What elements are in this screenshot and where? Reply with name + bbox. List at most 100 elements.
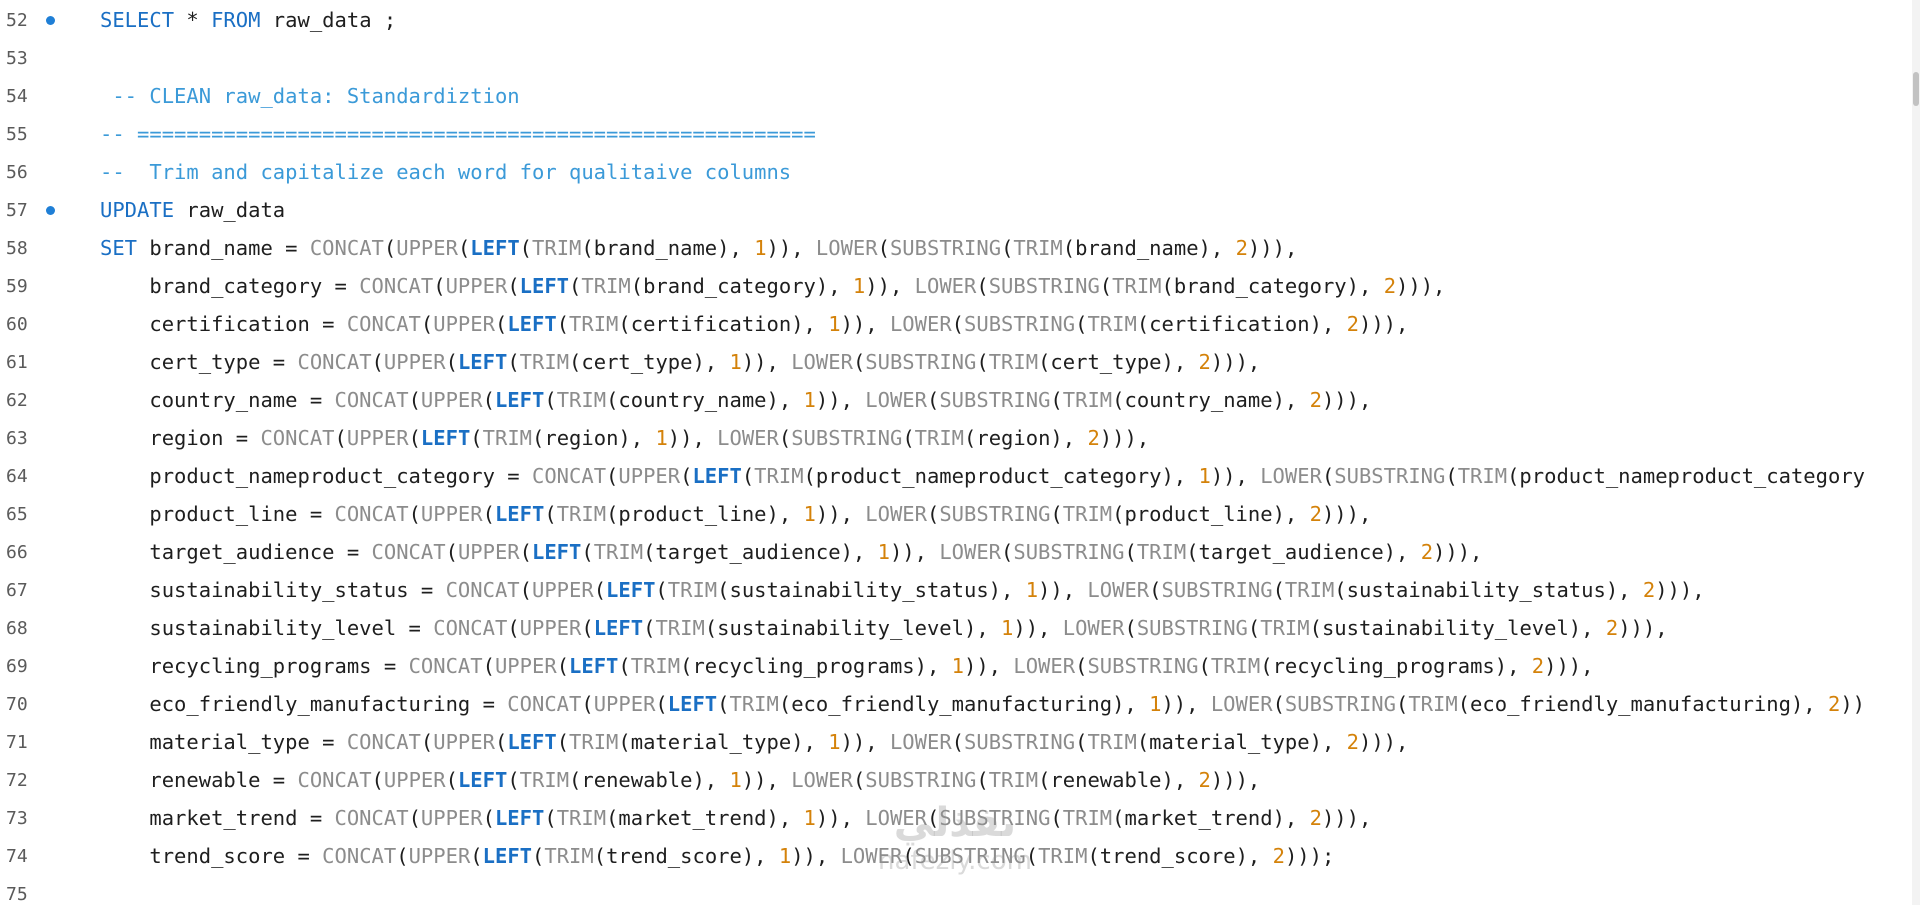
sql-function: TRIM	[581, 274, 631, 298]
code-text: target_audience = CONCAT(UPPER(LEFT(TRIM…	[100, 540, 1483, 564]
sql-number: 1	[729, 350, 742, 374]
sql-function: TRIM	[1284, 578, 1335, 602]
code-line[interactable]: 63 region = CONCAT(UPPER(LEFT(TRIM(regio…	[0, 420, 1912, 458]
sql-number: 1	[1198, 464, 1211, 488]
sql-function: UPPER	[531, 578, 594, 602]
code-text: -- =====================================…	[100, 122, 816, 146]
code-line[interactable]: 68 sustainability_level = CONCAT(UPPER(L…	[0, 610, 1912, 648]
sql-number: 2	[1309, 388, 1322, 412]
code-line[interactable]: 75	[0, 876, 1912, 905]
code-line[interactable]: 61 cert_type = CONCAT(UPPER(LEFT(TRIM(ce…	[0, 344, 1912, 382]
code-text: country_name = CONCAT(UPPER(LEFT(TRIM(co…	[100, 388, 1372, 412]
sql-number: 1	[778, 844, 792, 868]
sql-number: 2	[1642, 578, 1656, 602]
code-line[interactable]: 64 product_nameproduct_category = CONCAT…	[0, 458, 1912, 496]
sql-number: 2	[1198, 768, 1211, 792]
statement-marker-icon[interactable]	[46, 206, 55, 215]
sql-keyword: SELECT	[100, 8, 175, 32]
code-text: market_trend = CONCAT(UPPER(LEFT(TRIM(ma…	[100, 806, 1372, 830]
line-number: 56	[6, 162, 28, 183]
sql-function: TRIM	[914, 426, 965, 450]
vertical-scrollbar[interactable]	[1912, 0, 1920, 905]
sql-function: TRIM	[630, 654, 681, 678]
sql-function: SUBSTRING	[791, 426, 903, 450]
sql-keyword: LEFT	[606, 578, 656, 602]
sql-function: SUBSTRING	[1334, 464, 1446, 488]
sql-number: 2	[1309, 502, 1322, 526]
sql-function: TRIM	[1087, 312, 1137, 336]
code-line[interactable]: 73 market_trend = CONCAT(UPPER(LEFT(TRIM…	[0, 800, 1912, 838]
sql-number: 2	[1605, 616, 1619, 640]
line-number: 58	[6, 238, 28, 259]
sql-function: CONCAT	[359, 274, 434, 298]
sql-function: TRIM	[569, 730, 619, 754]
sql-function: TRIM	[569, 312, 619, 336]
line-number: 72	[6, 770, 28, 791]
code-line[interactable]: 54 -- CLEAN raw_data: Standardiztion	[0, 78, 1912, 116]
code-line[interactable]: 59 brand_category = CONCAT(UPPER(LEFT(TR…	[0, 268, 1912, 306]
sql-number: 1	[828, 730, 841, 754]
code-text: recycling_programs = CONCAT(UPPER(LEFT(T…	[100, 654, 1594, 678]
sql-function: LOWER	[889, 730, 952, 754]
sql-keyword: LEFT	[494, 806, 545, 830]
code-line[interactable]: 56-- Trim and capitalize each word for q…	[0, 154, 1912, 192]
sql-number: 1	[1001, 616, 1014, 640]
sql-function: CONCAT	[297, 768, 372, 792]
sql-function: SUBSTRING	[1087, 654, 1199, 678]
sql-function: LOWER	[1210, 692, 1273, 716]
sql-function: CONCAT	[346, 730, 421, 754]
code-text: UPDATE raw_data	[100, 198, 286, 222]
code-text: cert_type = CONCAT(UPPER(LEFT(TRIM(cert_…	[100, 350, 1261, 374]
code-line[interactable]: 74 trend_score = CONCAT(UPPER(LEFT(TRIM(…	[0, 838, 1912, 876]
sql-number: 2	[1420, 540, 1434, 564]
line-number: 69	[6, 656, 28, 677]
line-number: 62	[6, 390, 28, 411]
line-number: 61	[6, 352, 28, 373]
sql-function: CONCAT	[334, 806, 409, 830]
sql-function: SUBSTRING	[914, 844, 1026, 868]
sql-function: TRIM	[1062, 388, 1113, 412]
sql-keyword: LEFT	[569, 654, 619, 678]
code-line[interactable]: 71 material_type = CONCAT(UPPER(LEFT(TRI…	[0, 724, 1912, 762]
sql-function: TRIM	[593, 540, 644, 564]
sql-function: SUBSTRING	[865, 768, 977, 792]
sql-number: 2	[1346, 730, 1359, 754]
code-line[interactable]: 69 recycling_programs = CONCAT(UPPER(LEF…	[0, 648, 1912, 686]
sql-function: UPPER	[593, 692, 656, 716]
sql-function: CONCAT	[260, 426, 335, 450]
statement-marker-icon[interactable]	[46, 16, 55, 25]
sql-function: CONCAT	[334, 502, 409, 526]
line-number: 55	[6, 124, 28, 145]
sql-keyword: LEFT	[532, 540, 582, 564]
line-number: 66	[6, 542, 28, 563]
sql-function: TRIM	[544, 844, 594, 868]
sql-function: UPPER	[445, 274, 508, 298]
code-line[interactable]: 57 UPDATE raw_data	[0, 192, 1912, 230]
scrollbar-thumb[interactable]	[1913, 72, 1919, 106]
sql-function: TRIM	[1457, 464, 1508, 488]
code-line[interactable]: 72 renewable = CONCAT(UPPER(LEFT(TRIM(re…	[0, 762, 1912, 800]
code-text: sustainability_status = CONCAT(UPPER(LEF…	[100, 578, 1705, 602]
sql-function: TRIM	[482, 426, 533, 450]
code-line[interactable]: 62 country_name = CONCAT(UPPER(LEFT(TRIM…	[0, 382, 1912, 420]
sql-function: CONCAT	[346, 312, 421, 336]
code-line[interactable]: 65 product_line = CONCAT(UPPER(LEFT(TRIM…	[0, 496, 1912, 534]
sql-function: CONCAT	[433, 616, 508, 640]
code-line[interactable]: 60 certification = CONCAT(UPPER(LEFT(TRI…	[0, 306, 1912, 344]
line-number: 57	[6, 200, 28, 221]
code-text: material_type = CONCAT(UPPER(LEFT(TRIM(m…	[100, 730, 1409, 754]
line-number: 75	[6, 884, 28, 905]
sql-function: CONCAT	[334, 388, 409, 412]
code-line[interactable]: 55 -- ===================================…	[0, 116, 1912, 154]
code-line[interactable]: 53	[0, 40, 1912, 78]
code-line[interactable]: 66 target_audience = CONCAT(UPPER(LEFT(T…	[0, 534, 1912, 572]
sql-function: LOWER	[791, 768, 853, 792]
code-line[interactable]: 70 eco_friendly_manufacturing = CONCAT(U…	[0, 686, 1912, 724]
sql-keyword: LEFT	[692, 464, 742, 488]
sql-function: TRIM	[1038, 844, 1088, 868]
code-line[interactable]: 67 sustainability_status = CONCAT(UPPER(…	[0, 572, 1912, 610]
sql-function: SUBSTRING	[939, 388, 1051, 412]
